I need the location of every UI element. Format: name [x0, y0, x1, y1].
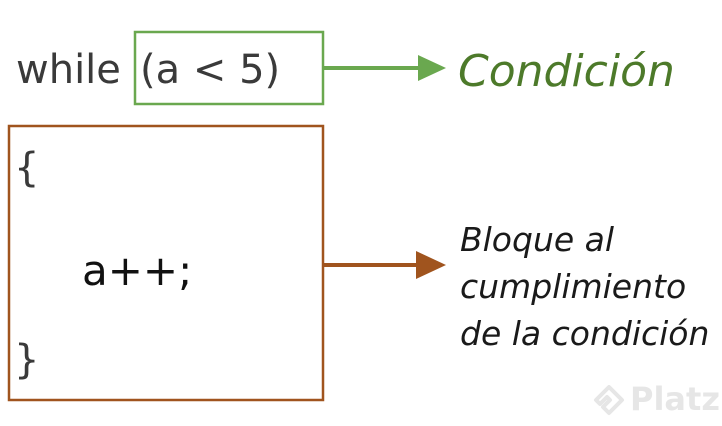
increment-statement: a++; — [82, 246, 193, 295]
block-label-line-3: de la condición — [460, 314, 710, 353]
open-brace: { — [14, 145, 40, 191]
condition-expression: (a < 5) — [140, 47, 281, 93]
close-brace: } — [14, 337, 40, 383]
while-keyword: while — [16, 47, 121, 93]
condition-label: Condición — [458, 46, 675, 97]
block-label: Bloque al cumplimiento de la condición — [460, 216, 709, 357]
condition-arrowhead — [418, 55, 446, 81]
block-label-line-2: cumplimiento — [460, 267, 687, 306]
platzi-watermark: Platzi — [630, 380, 722, 418]
block-label-line-1: Bloque al — [460, 220, 615, 259]
block-arrowhead — [416, 251, 446, 279]
platzi-logo-icon — [594, 385, 624, 415]
